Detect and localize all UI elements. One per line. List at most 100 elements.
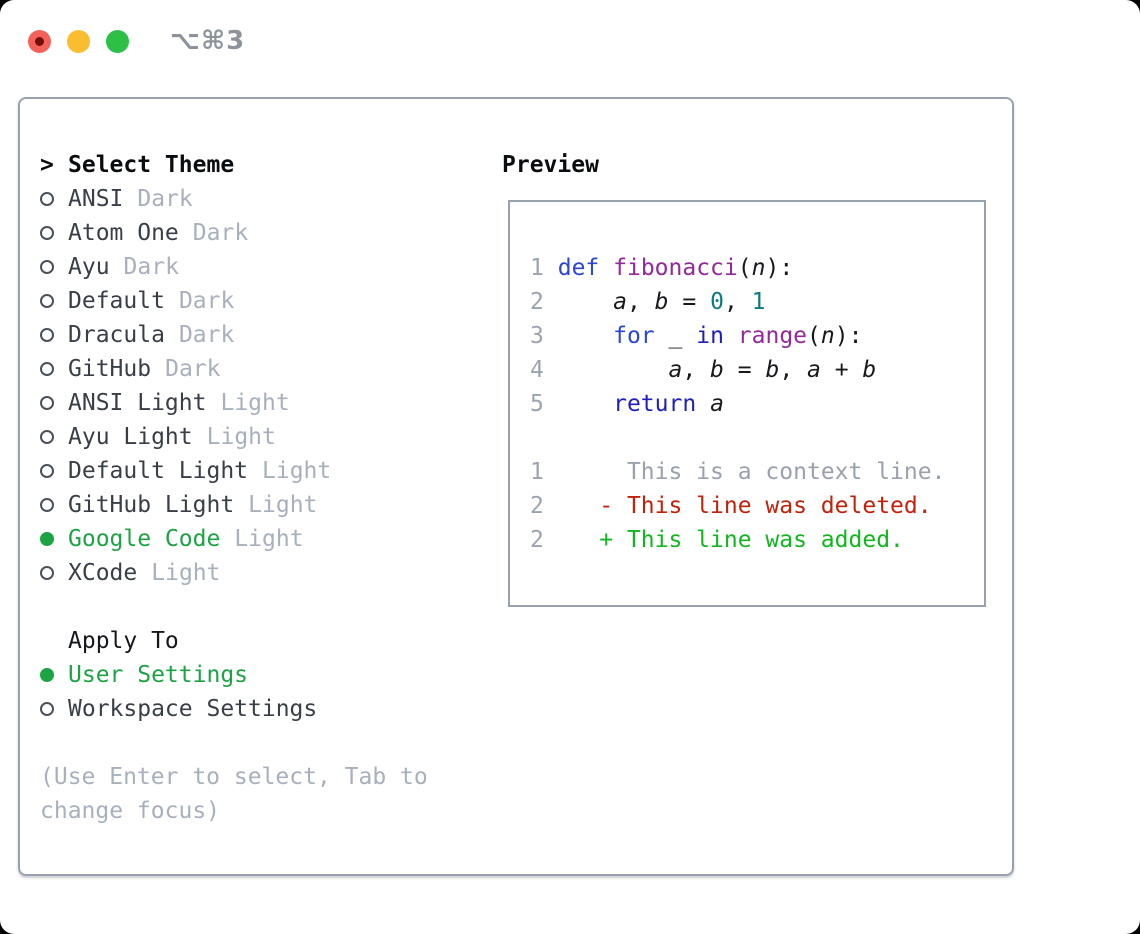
line-number: 3 — [530, 323, 544, 349]
radio-marker — [40, 328, 68, 342]
line-number: 2 — [530, 493, 544, 519]
theme-option-label: Dracula — [68, 322, 165, 348]
theme-variant: Dark — [178, 322, 235, 348]
theme-option[interactable]: Default Dark — [40, 284, 440, 318]
code-token — [724, 323, 738, 349]
code-token: - This line was deleted. — [599, 493, 932, 519]
line-number: 1 — [530, 255, 544, 281]
theme-option-label: XCode — [68, 560, 138, 586]
radio-icon — [40, 532, 54, 546]
code-line: 2 - This line was deleted. — [530, 489, 984, 523]
zoom-button[interactable] — [106, 29, 129, 53]
focus-marker: > — [40, 152, 68, 178]
theme-option[interactable]: Google Code Light — [40, 522, 440, 556]
code-token: ( — [807, 323, 821, 349]
radio-icon — [40, 294, 54, 308]
code-token: 1 — [751, 289, 766, 315]
theme-option-label: Google Code — [68, 526, 221, 552]
line-number: 4 — [530, 357, 544, 383]
radio-marker — [40, 362, 68, 376]
code-token — [544, 527, 599, 553]
minimize-button[interactable] — [67, 29, 90, 53]
code-token — [544, 255, 558, 281]
radio-icon — [40, 498, 54, 512]
theme-variant: Dark — [137, 186, 193, 212]
radio-icon — [40, 430, 54, 444]
line-number: 1 — [530, 459, 544, 485]
theme-variant: Dark — [165, 356, 221, 382]
radio-marker — [40, 226, 68, 240]
titlebar: ⌥⌘3 — [28, 26, 245, 56]
radio-marker — [40, 702, 68, 716]
code-token: a — [668, 357, 683, 383]
theme-option[interactable]: Dracula Dark — [40, 318, 440, 352]
apply-option[interactable]: Workspace Settings — [40, 692, 440, 726]
code-line: 5 return a — [530, 387, 984, 421]
radio-icon — [40, 566, 54, 580]
code-token: + — [820, 357, 863, 383]
code-token — [696, 391, 710, 417]
theme-variant: Light — [206, 424, 276, 450]
apply-option-label: User Settings — [68, 662, 249, 688]
radio-icon — [40, 192, 54, 206]
apply-option[interactable]: User Settings — [40, 658, 440, 692]
code-token — [682, 323, 696, 349]
caret-icon: > — [40, 152, 54, 178]
code-token: in — [696, 323, 724, 349]
line-number: 2 — [530, 527, 544, 553]
code-token: a — [710, 391, 724, 417]
theme-option-label: GitHub Light — [68, 492, 235, 518]
code-token: for — [613, 323, 655, 349]
code-line: 2 + This line was added. — [530, 523, 984, 557]
theme-option[interactable]: Default Light Light — [40, 454, 440, 488]
spacer — [40, 590, 440, 624]
theme-variant: Light — [234, 526, 304, 552]
radio-icon — [40, 328, 54, 342]
code-token: , — [723, 289, 752, 315]
close-button[interactable] — [28, 29, 51, 53]
radio-marker — [40, 566, 68, 580]
radio-marker — [40, 294, 68, 308]
preview-heading: Preview — [502, 152, 599, 178]
code-token: n — [751, 255, 766, 281]
code-token: ): — [834, 323, 863, 349]
theme-option[interactable]: ANSI Dark — [40, 182, 440, 216]
code-token: ): — [765, 255, 794, 281]
code-token — [544, 459, 627, 485]
theme-variant: Light — [262, 458, 332, 484]
code-token — [544, 357, 669, 383]
radio-marker — [40, 668, 68, 682]
theme-option-label: Default — [68, 288, 165, 314]
theme-option-label: ANSI — [68, 186, 124, 212]
radio-icon — [40, 226, 54, 240]
code-token: This is a context line. — [626, 459, 946, 485]
code-token: a — [807, 357, 821, 383]
code-token: n — [820, 323, 835, 349]
radio-marker — [40, 260, 68, 274]
theme-variant: Dark — [178, 288, 235, 314]
keyboard-hint: (Use Enter to select, Tab to change focu… — [40, 764, 428, 824]
window-title: ⌥⌘3 — [170, 26, 246, 56]
code-token: range — [737, 323, 808, 349]
theme-option-label: Default Light — [68, 458, 249, 484]
radio-marker — [40, 498, 68, 512]
code-token: b — [654, 289, 669, 315]
code-token: a — [613, 289, 627, 315]
code-line: 1 This is a context line. — [530, 455, 984, 489]
code-token — [544, 391, 613, 417]
code-token — [599, 255, 613, 281]
code-token: , — [626, 289, 655, 315]
code-token: b — [862, 357, 877, 383]
